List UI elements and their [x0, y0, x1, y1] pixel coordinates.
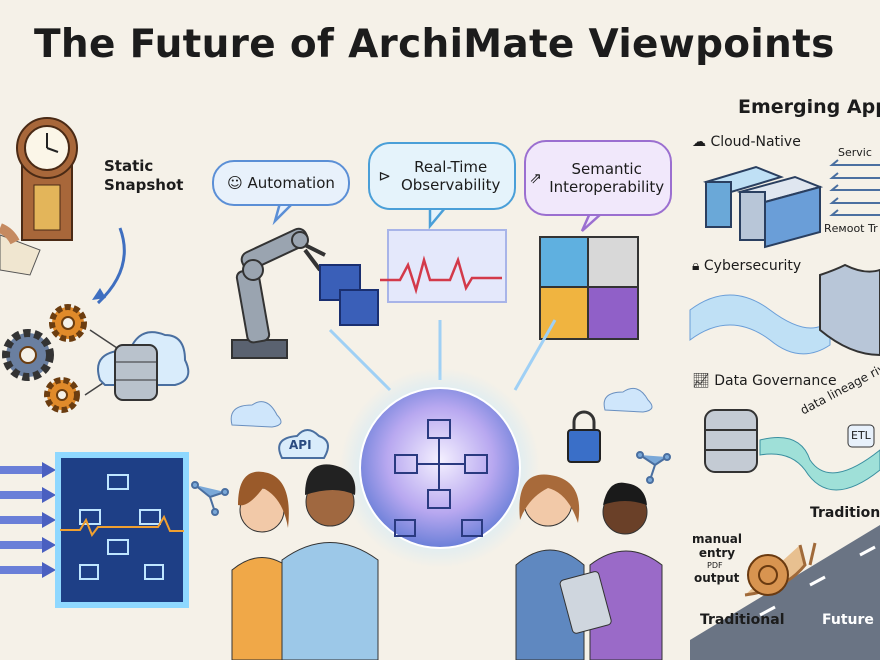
- page-title: The Future of ArchiMate Viewpoints: [34, 22, 835, 67]
- road: [690, 525, 880, 660]
- arrows-icon: [829, 159, 880, 216]
- emerging-heading: Emerging Appl: [738, 96, 880, 118]
- etl-label: ETL: [851, 429, 871, 442]
- gears-icon: [2, 304, 87, 413]
- pdf-label: PDF: [707, 561, 723, 570]
- lock-icon: [567, 410, 601, 463]
- monitor-panel: [387, 229, 507, 303]
- road-future-label: Future: [822, 612, 874, 628]
- traditional-top-label: Traditiona: [810, 505, 880, 521]
- snail-icon: [744, 542, 817, 597]
- interoperability-bubble: ⇗ Semantic Interoperability: [524, 140, 672, 216]
- people-illustration: [231, 464, 663, 660]
- api-label: API: [289, 438, 312, 452]
- cybersecurity-label: 🔒︎ Cybersecurity: [692, 258, 802, 274]
- service-label: Servic: [838, 146, 872, 159]
- observability-bubble: ⊳ Real-Time Observability: [368, 142, 516, 210]
- database-icon: [704, 409, 758, 473]
- data-stream: [689, 294, 831, 355]
- grandfather-clock-icon: [16, 117, 78, 241]
- cloud-native-label: ☁ Cloud-Native: [692, 134, 801, 150]
- manual-entry-label: manual entry: [692, 532, 742, 560]
- waveform: [380, 255, 502, 295]
- road-traditional-label: Traditional: [700, 612, 785, 628]
- cloud-database-icon: [97, 331, 190, 401]
- lock-small-icon: 🔒︎: [692, 258, 704, 274]
- puzzle-icon: [539, 236, 639, 340]
- automation-bubble: ☺ Automation: [212, 160, 350, 206]
- static-snapshot-label: Static Snapshot: [104, 157, 184, 194]
- api-cloud-icon: [278, 429, 329, 459]
- data-governance-label: 📈︎ Data Governance: [692, 373, 837, 389]
- lineage-river: [759, 437, 880, 491]
- remote-label: Rемoot Tr: [824, 222, 878, 235]
- cloud-icon: ☁: [692, 134, 711, 150]
- arrows-into-screen: [0, 462, 56, 578]
- output-label: output: [694, 571, 740, 585]
- shield-icon: [819, 263, 880, 357]
- pulse-icon: ⊳: [378, 167, 396, 185]
- etl-box: [847, 424, 875, 448]
- block-pieces: [319, 264, 379, 326]
- chart-icon: 📈︎: [692, 373, 715, 389]
- containers-icon: [702, 165, 824, 249]
- link-icon: ⇗: [529, 169, 547, 187]
- robot-icon: ☺: [227, 174, 248, 192]
- robot-arm-icon: [231, 227, 326, 359]
